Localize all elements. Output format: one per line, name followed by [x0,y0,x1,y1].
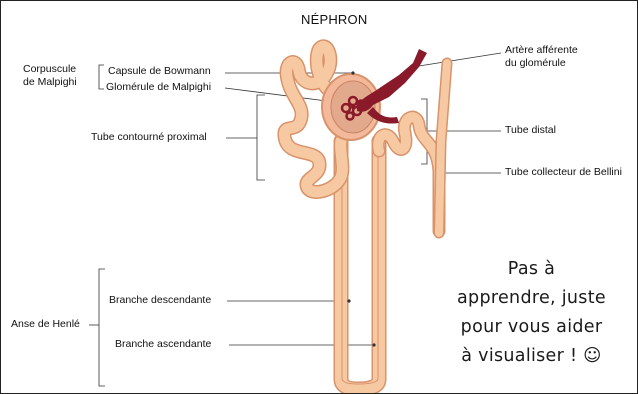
proximal-bracket [257,95,265,180]
label-tube-distal: Tube distal [505,124,556,137]
label-glomerule: Glomérule de Malpighi [106,81,211,94]
corpuscule-bracket [99,65,104,89]
label-artere-line1: Artère afférente [505,44,578,57]
note-line-1: Pas à [429,255,634,284]
label-tube-collecteur: Tube collecteur de Bellini [505,166,622,179]
diagram-title: NÉPHRON [301,12,367,27]
note-line-4: à visualiser ! ☺ [429,342,634,371]
label-anse-henle: Anse de Henlé [11,318,80,331]
label-corpuscule: Corpuscule de Malpighi [23,63,77,89]
label-corpuscule-line1: Corpuscule [23,63,77,76]
label-capsule: Capsule de Bowmann [108,65,211,78]
note-line-3: pour vous aider [429,313,634,342]
label-corpuscule-line2: de Malpighi [23,76,77,89]
label-artere-line2: du glomérule [505,57,578,70]
label-branche-descendante: Branche descendante [109,294,211,307]
label-tube-proximal: Tube contourné proximal [91,131,207,144]
handwritten-note: Pas à apprendre, juste pour vous aider à… [429,255,634,371]
label-artere: Artère afférente du glomérule [505,44,578,70]
henle-bracket [99,269,105,386]
label-branche-ascendante: Branche ascendante [115,338,211,351]
artery-leader [419,53,501,66]
note-line-2: apprendre, juste [429,284,634,313]
